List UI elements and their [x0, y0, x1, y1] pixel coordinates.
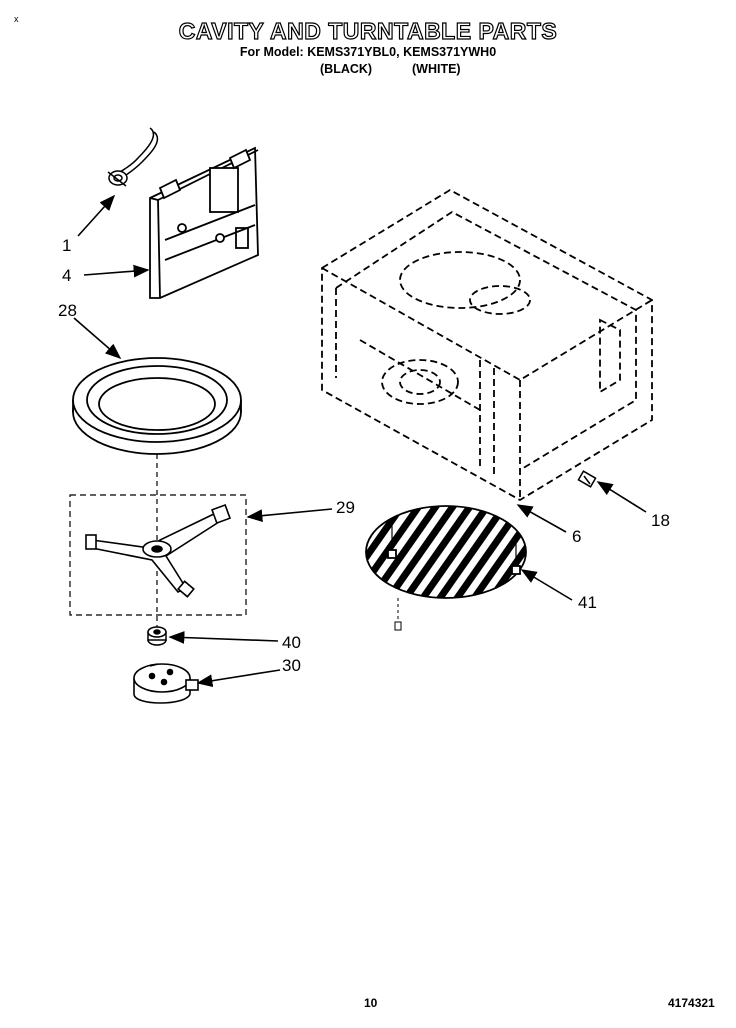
callout-18: 18: [651, 511, 670, 530]
leader-lines: [73, 194, 647, 688]
callout-1: 1: [62, 236, 72, 255]
part-41-glass-tray: [365, 505, 527, 631]
part-18-screw: [577, 470, 597, 488]
callout-28: 28: [58, 301, 77, 320]
model-numbers: For Model: KEMS371YBL0, KEMS371YWH0: [239, 45, 497, 59]
part-1-sensor: [107, 127, 159, 187]
part-30-motor: [133, 663, 199, 704]
callout-30: 30: [282, 656, 301, 675]
callout-29: 29: [336, 498, 355, 517]
part-28-support-ring: [72, 357, 242, 455]
part-40-coupler: [147, 626, 167, 646]
page-title: CAVITY AND TURNTABLE PARTS: [178, 17, 558, 44]
corner-mark: x: [14, 14, 19, 24]
part-29-roller-guide: [69, 494, 247, 616]
finish-white-label: (WHITE): [412, 62, 461, 76]
document-number: 4174321: [668, 996, 715, 1010]
page-number: 10: [364, 996, 378, 1010]
part-4-bracket: [149, 146, 259, 299]
callout-41: 41: [578, 593, 597, 612]
finish-black-label: (BLACK): [320, 62, 373, 76]
callout-6: 6: [572, 527, 582, 546]
callout-4: 4: [62, 266, 72, 285]
part-6-cavity: [321, 188, 653, 502]
callout-40: 40: [282, 633, 301, 652]
